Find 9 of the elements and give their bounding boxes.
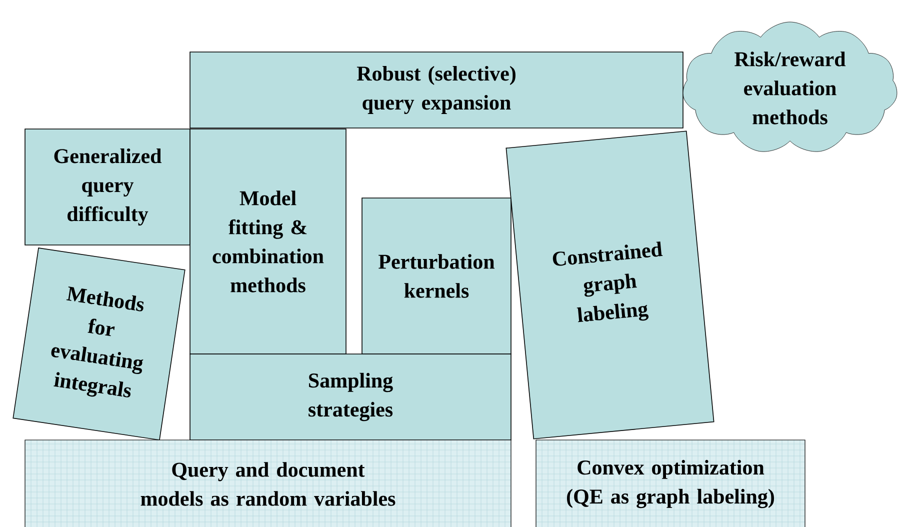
topic-box: Perturbation kernels (362, 198, 512, 354)
topic-box: Model fitting & combination methods (190, 128, 346, 354)
topic-cloud: Risk/reward evaluation methods (682, 22, 898, 152)
topic-box: Methods for evaluating integrals (12, 248, 186, 440)
topic-box: Sampling strategies (190, 354, 512, 440)
topic-box: Robust (selective) query expansion (190, 52, 684, 128)
topic-box: Query and document models as random variables (24, 440, 512, 527)
topic-box: Generalized query difficulty (24, 128, 190, 246)
topic-box: Convex optimization (QE as graph labeling) (536, 440, 806, 527)
